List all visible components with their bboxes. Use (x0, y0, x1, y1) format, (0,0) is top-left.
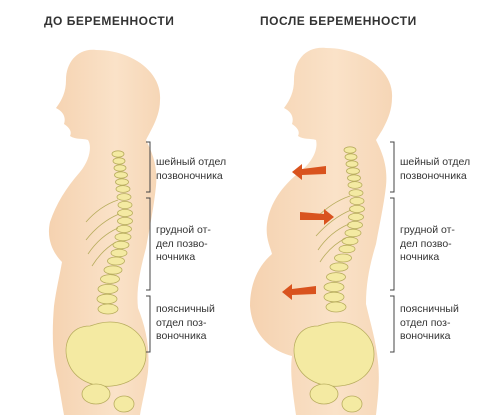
label-cervical-before: шейный отдел позвоночника (156, 156, 226, 183)
label-thoracic-before: грудной от- дел позво- ночника (156, 224, 211, 265)
label-lumbar-after: поясничный отдел поз- воночника (400, 303, 459, 344)
label-thoracic-after: грудной от- дел позво- ночника (400, 224, 455, 265)
label-lumbar-before: поясничный отдел поз- воночника (156, 303, 215, 344)
brackets-after (390, 142, 394, 352)
label-cervical-after: шейный отдел позвоночника (400, 156, 470, 183)
